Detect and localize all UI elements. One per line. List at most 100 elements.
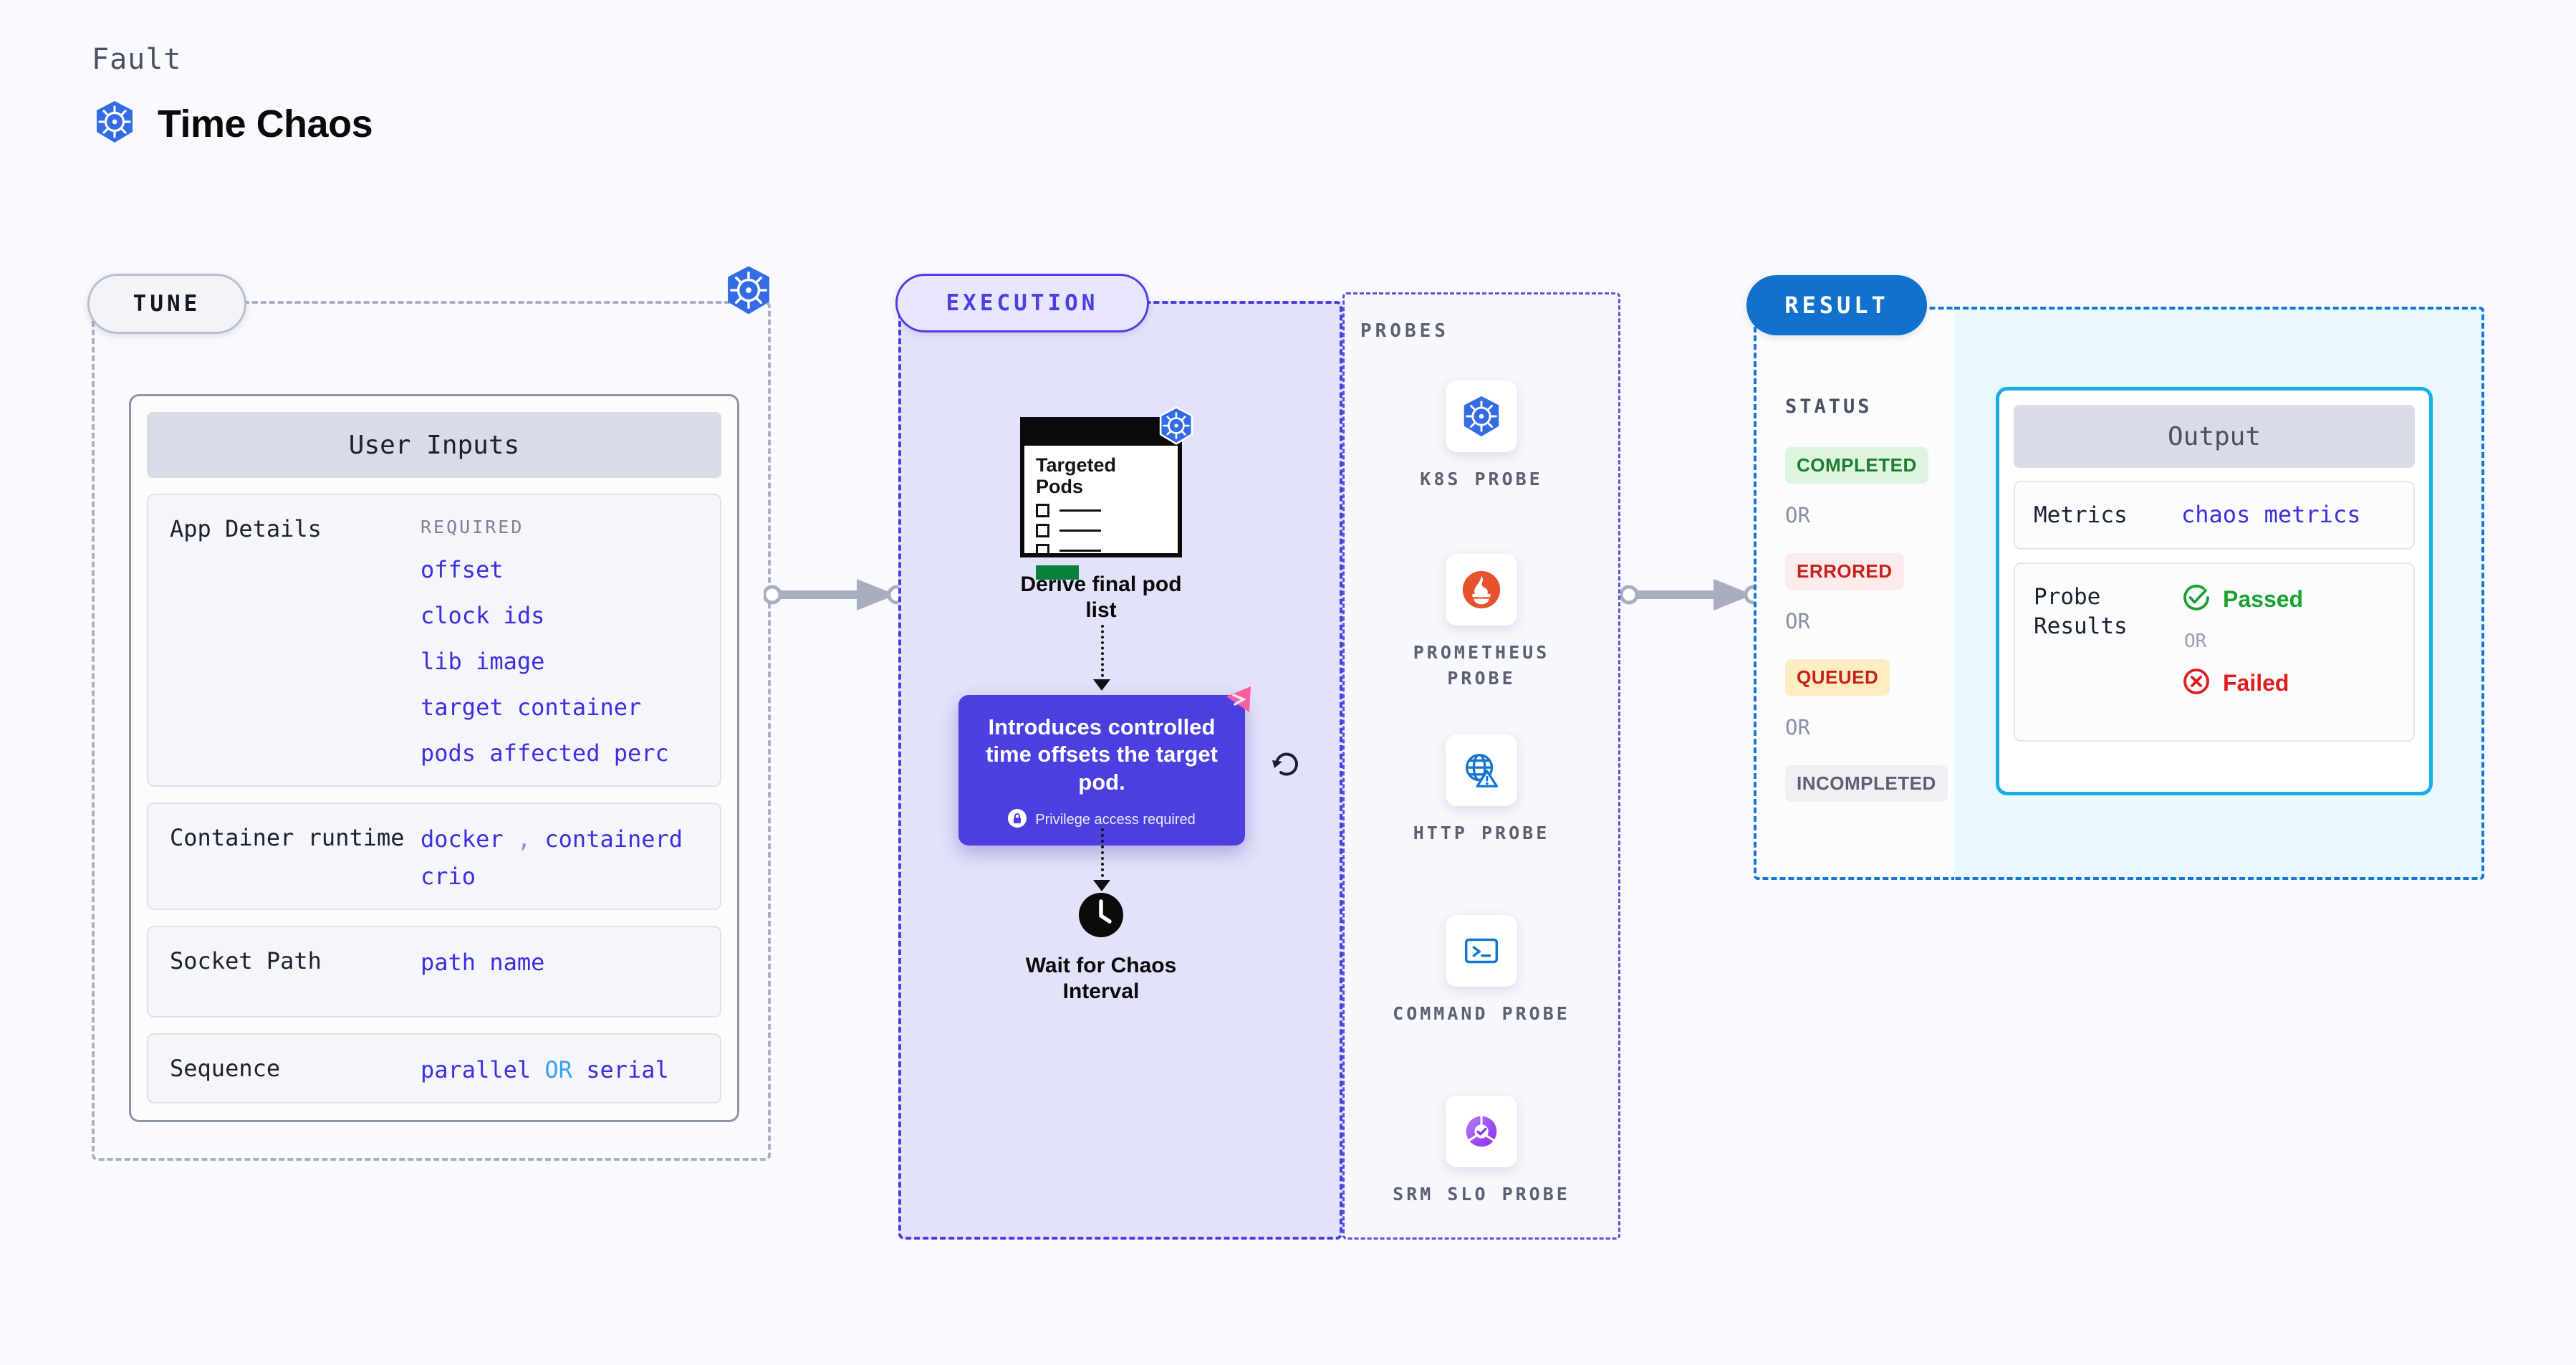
kubernetes-icon (722, 264, 775, 317)
runtime-docker[interactable]: docker (420, 825, 504, 853)
metrics-value[interactable]: chaos metrics (2181, 501, 2361, 528)
line-placeholder (1059, 509, 1101, 512)
status-bar-green (1036, 565, 1079, 580)
user-inputs-title: User Inputs (147, 412, 721, 478)
status-badge-completed: COMPLETED (1785, 447, 1928, 484)
checklist-row (1036, 544, 1168, 558)
chaos-ribbon-icon (1216, 681, 1258, 722)
metrics-row: Metrics chaos metrics (2014, 481, 2415, 550)
probe-result-failed: Failed (2181, 666, 2303, 700)
connector-tune-execution (762, 573, 907, 620)
checklist-row (1036, 524, 1168, 538)
status-badge-incompleted: INCOMPLETED (1785, 765, 1948, 802)
probe-k8s[interactable]: K8S PROBE (1374, 380, 1589, 492)
targeted-pods-title: Targeted Pods (1036, 454, 1117, 498)
line-placeholder (1059, 550, 1101, 552)
fault-eyebrow: Fault (92, 43, 182, 76)
http-globe-warning-icon (1446, 734, 1517, 806)
checkbox-icon (1036, 504, 1049, 518)
targeted-pods-node[interactable]: Targeted Pods (1020, 406, 1193, 623)
socket-path-label: Socket Path (170, 947, 322, 974)
probe-results-values: Passed OR Failed (2181, 583, 2303, 722)
page-title: Time Chaos (158, 102, 373, 145)
socket-path-value[interactable]: path name (420, 949, 545, 976)
privilege-note: Privilege access required (974, 809, 1229, 831)
result-status-column: STATUS COMPLETED OR ERRORED OR QUEUED OR… (1754, 307, 1954, 880)
input-pods-affected-perc[interactable]: pods affected perc (420, 739, 669, 767)
probe-srm-slo[interactable]: SRM SLO PROBE (1374, 1096, 1589, 1207)
probe-command[interactable]: COMMAND PROBE (1374, 915, 1589, 1027)
flow-arrow-1 (1093, 625, 1110, 691)
input-lib-image[interactable]: lib image (420, 648, 545, 675)
kubernetes-icon (92, 99, 138, 148)
probe-http[interactable]: HTTP PROBE (1374, 734, 1589, 846)
runtime-crio[interactable]: crio (420, 863, 476, 890)
failed-label: Failed (2223, 670, 2289, 696)
sequence-section: Sequence parallel OR serial (147, 1033, 721, 1104)
probe-label: HTTP PROBE (1413, 823, 1550, 843)
kubernetes-icon (1446, 380, 1517, 452)
passed-label: Passed (2223, 586, 2304, 613)
user-inputs-card: User Inputs App Details REQUIRED offset … (129, 394, 739, 1122)
tune-badge[interactable]: TUNE (87, 274, 246, 334)
refresh-icon[interactable] (1268, 743, 1305, 780)
probe-label: K8S PROBE (1420, 469, 1543, 489)
terminal-icon (1446, 915, 1517, 987)
container-runtime-label: Container runtime (170, 824, 405, 851)
metrics-values: chaos metrics (2181, 501, 2360, 530)
lock-icon (1008, 809, 1027, 831)
probe-results-row: Probe Results Passed OR (2014, 562, 2415, 742)
socket-path-section: Socket Path path name (147, 926, 721, 1017)
kubernetes-icon (1156, 406, 1196, 446)
result-output-zone: Output Metrics chaos metrics Probe Resul… (1954, 307, 2484, 880)
runtime-separator: , (516, 825, 532, 853)
runtime-line-1[interactable]: docker , containerd (420, 825, 683, 853)
status-title: STATUS (1785, 396, 1873, 418)
probe-result-passed: Passed (2181, 583, 2303, 616)
sequence-options[interactable]: parallel OR serial (420, 1056, 669, 1083)
check-circle-icon (2181, 583, 2211, 616)
document-titlebar (1024, 421, 1178, 446)
sequence-serial[interactable]: serial (586, 1056, 669, 1084)
title-row: Time Chaos (92, 99, 373, 148)
required-tag: REQUIRED (420, 517, 524, 537)
x-circle-icon (2181, 666, 2211, 700)
result-panel: STATUS COMPLETED OR ERRORED OR QUEUED OR… (1746, 275, 2484, 880)
wait-interval-caption: Wait for Chaos Interval (1025, 954, 1177, 1003)
input-target-container[interactable]: target container (420, 694, 642, 721)
document-icon: Targeted Pods (1020, 406, 1193, 580)
sequence-label: Sequence (170, 1055, 281, 1082)
flow-arrow-2 (1093, 828, 1110, 891)
line-placeholder (1059, 530, 1101, 532)
socket-path-values: path name (420, 946, 544, 997)
sequence-values: parallel OR serial (420, 1053, 669, 1083)
app-details-label: App Details (170, 515, 322, 542)
input-offset[interactable]: offset (420, 556, 504, 583)
probe-label: PROMETHEUS PROBE (1413, 642, 1550, 689)
probe-label: SRM SLO PROBE (1393, 1184, 1570, 1204)
fault-description-card[interactable]: Introduces controlled time offsets the t… (958, 686, 1251, 846)
app-details-values: REQUIRED offset clock ids lib image targ… (420, 514, 669, 767)
tune-panel: TUNE User Inputs App Details REQUIRED of… (87, 274, 771, 1161)
wait-interval-node[interactable]: Wait for Chaos Interval (1020, 891, 1182, 1005)
execution-badge[interactable]: EXECUTION (895, 274, 1149, 332)
prometheus-icon (1446, 554, 1517, 626)
execution-flow: Targeted Pods (901, 304, 1340, 1237)
checklist-row (1036, 504, 1168, 518)
privilege-text: Privilege access required (1035, 812, 1196, 828)
probes-panel: PROBES K8S PROBE (1342, 292, 1620, 1240)
status-or: OR (1785, 715, 1810, 739)
result-badge[interactable]: RESULT (1746, 275, 1927, 335)
status-badge-queued: QUEUED (1785, 659, 1890, 696)
srm-slo-icon (1446, 1096, 1517, 1167)
sequence-parallel[interactable]: parallel (420, 1056, 532, 1084)
container-runtime-section: Container runtime docker , containerd cr… (147, 803, 721, 910)
status-badge-errored: ERRORED (1785, 553, 1904, 590)
page-header: Fault Time Chaos (92, 43, 373, 148)
output-card: Output Metrics chaos metrics Probe Resul… (1996, 387, 2433, 795)
runtime-containerd[interactable]: containerd (544, 825, 683, 853)
connector-execution-result (1619, 573, 1764, 620)
probe-results-label: Probe Results (2034, 584, 2128, 639)
input-clock-ids[interactable]: clock ids (420, 602, 545, 629)
probe-prometheus[interactable]: PROMETHEUS PROBE (1374, 554, 1589, 691)
